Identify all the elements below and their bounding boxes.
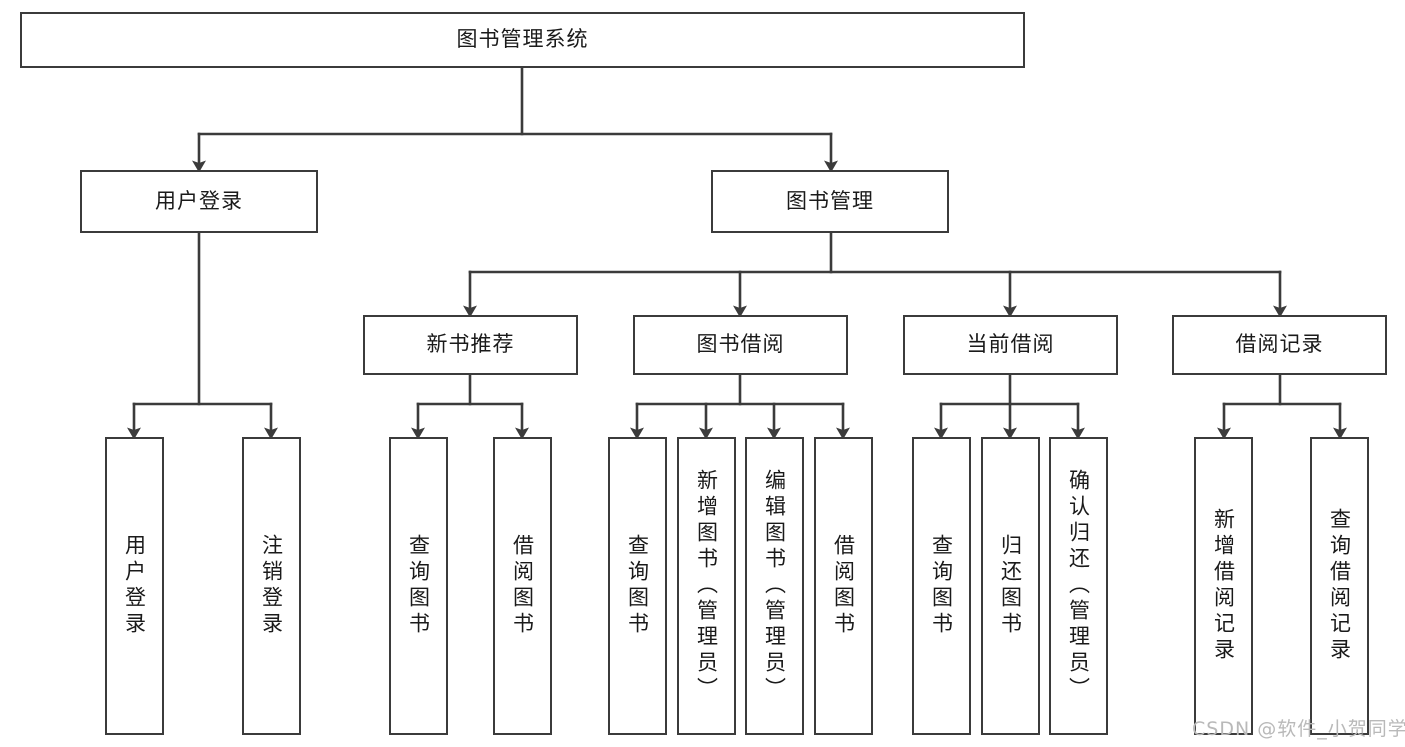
node-label: 确认归还（管理员） <box>1066 469 1091 703</box>
node-user-login[interactable]: 用户登录 <box>80 170 318 233</box>
node-label: 图书管理系统 <box>456 27 589 52</box>
leaf-edit-book-admin[interactable]: 编辑图书（管理员） <box>745 437 804 735</box>
node-label: 借阅图书 <box>510 534 535 638</box>
leaf-query-books-current[interactable]: 查询图书 <box>912 437 971 735</box>
node-book-borrowing[interactable]: 图书借阅 <box>633 315 848 375</box>
node-book-management[interactable]: 图书管理 <box>711 170 949 233</box>
node-label: 注销登录 <box>259 534 284 638</box>
node-label: 图书借阅 <box>696 332 785 357</box>
node-root-book-management-system[interactable]: 图书管理系统 <box>20 12 1025 68</box>
leaf-logout[interactable]: 注销登录 <box>242 437 301 735</box>
leaf-query-books-borrow[interactable]: 查询图书 <box>608 437 667 735</box>
node-label: 图书管理 <box>786 188 874 213</box>
leaf-return-books[interactable]: 归还图书 <box>981 437 1040 735</box>
node-label: 用户登录 <box>155 188 243 213</box>
leaf-add-borrow-record[interactable]: 新增借阅记录 <box>1194 437 1253 735</box>
leaf-query-books-new[interactable]: 查询图书 <box>389 437 448 735</box>
node-label: 新增图书（管理员） <box>694 469 719 703</box>
node-label: 归还图书 <box>998 534 1023 638</box>
node-current-borrowing[interactable]: 当前借阅 <box>903 315 1118 375</box>
leaf-user-login[interactable]: 用户登录 <box>105 437 164 735</box>
node-label: 新增借阅记录 <box>1211 508 1236 664</box>
leaf-borrow-books-new[interactable]: 借阅图书 <box>493 437 552 735</box>
leaf-add-book-admin[interactable]: 新增图书（管理员） <box>677 437 736 735</box>
leaf-borrow-books[interactable]: 借阅图书 <box>814 437 873 735</box>
node-label: 查询图书 <box>406 534 431 638</box>
node-label: 当前借阅 <box>966 332 1055 357</box>
csdn-watermark: CSDN @软件_小贺同学 <box>1192 718 1405 740</box>
node-label: 借阅记录 <box>1235 332 1324 357</box>
node-label: 查询借阅记录 <box>1327 508 1352 664</box>
node-label: 新书推荐 <box>426 332 515 357</box>
node-borrowing-records[interactable]: 借阅记录 <box>1172 315 1387 375</box>
node-label: 用户登录 <box>122 534 147 638</box>
node-new-book-recommendation[interactable]: 新书推荐 <box>363 315 578 375</box>
node-label: 编辑图书（管理员） <box>762 469 787 703</box>
leaf-confirm-return-admin[interactable]: 确认归还（管理员） <box>1049 437 1108 735</box>
node-label: 查询图书 <box>929 534 954 638</box>
node-label: 借阅图书 <box>831 534 856 638</box>
leaf-query-borrow-record[interactable]: 查询借阅记录 <box>1310 437 1369 735</box>
node-label: 查询图书 <box>625 534 650 638</box>
